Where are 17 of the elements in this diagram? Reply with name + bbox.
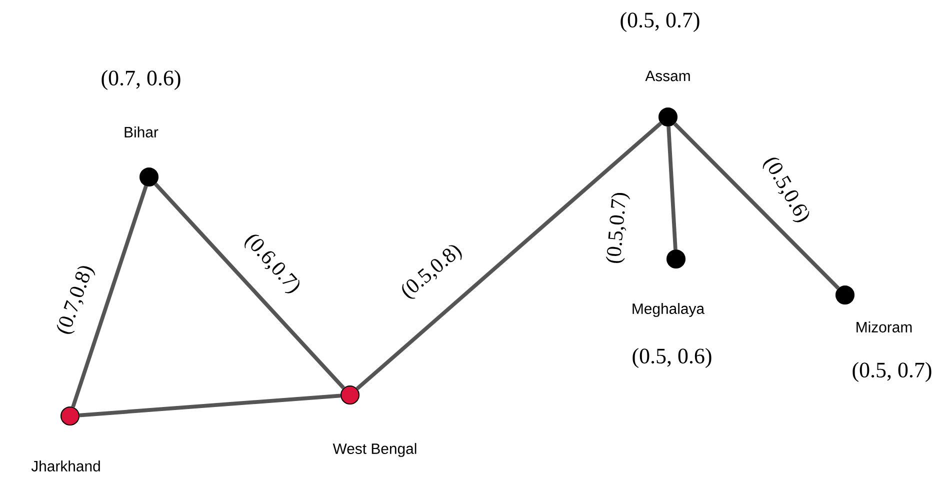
edge bbox=[666, 126, 678, 250]
node-label: West Bengal bbox=[332, 443, 416, 457]
node-label: Mizoram bbox=[856, 322, 912, 332]
edge bbox=[356, 122, 662, 390]
value-label: (0.5, 0.7) bbox=[852, 362, 932, 382]
value-label: (0.5, 0.7) bbox=[620, 12, 700, 32]
node-label: Jharkhand bbox=[31, 460, 100, 472]
value-label: (0.7, 0.6) bbox=[102, 70, 180, 90]
edge bbox=[673, 122, 840, 290]
node-label: Assam bbox=[645, 70, 690, 82]
edge bbox=[154, 182, 345, 390]
node-label: Bihar bbox=[124, 126, 158, 138]
edge bbox=[71, 185, 148, 408]
edge bbox=[79, 394, 341, 418]
edge-label: (0.5,0.7) bbox=[606, 192, 630, 264]
value-label: (0.5, 0.6) bbox=[632, 348, 712, 368]
node-label: Meghalaya bbox=[632, 303, 704, 317]
